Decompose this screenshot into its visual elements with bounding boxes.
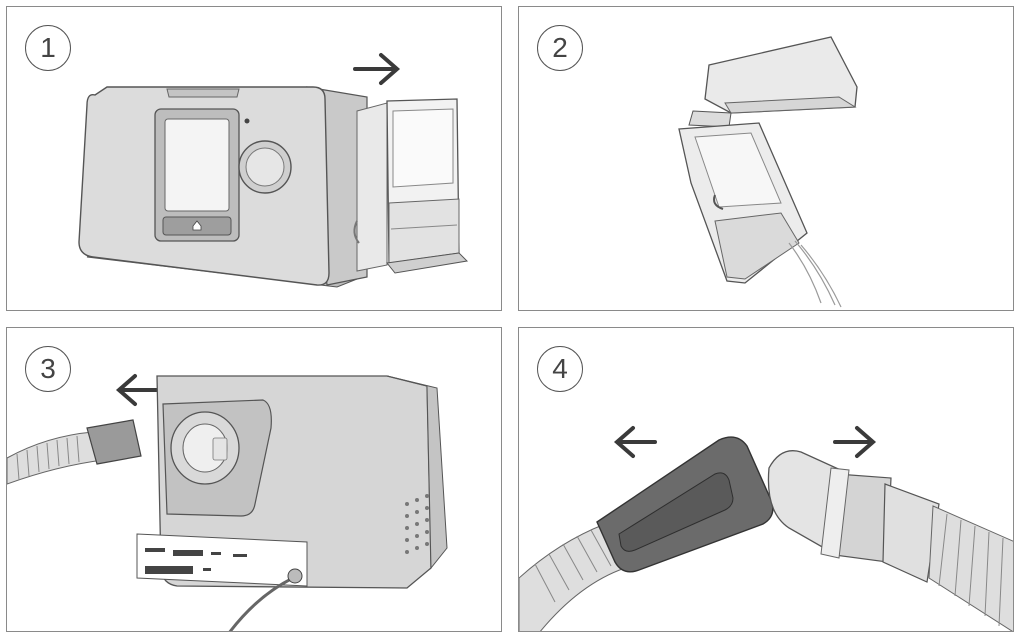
step-4-panel: 4 [518, 327, 1014, 632]
arrow-left-icon [613, 426, 657, 458]
step-3-panel: 3 [6, 327, 502, 632]
air-tubing [7, 419, 142, 485]
power-cord [228, 576, 294, 631]
step-number-badge: 2 [537, 25, 583, 71]
water-tub [353, 98, 469, 274]
separate-tubing-connectors-illustration [519, 426, 1013, 631]
arrow-right-icon [353, 53, 401, 85]
tubing-cuff [86, 419, 142, 465]
vent-grille [405, 494, 429, 554]
arrow-left-icon [115, 374, 161, 406]
water-stream [788, 240, 842, 308]
remove-water-tub-illustration [78, 53, 469, 288]
right-connector [767, 450, 1013, 631]
step-1-panel: 1 [6, 6, 502, 311]
opened-water-tub [678, 36, 858, 284]
step-2-panel: 2 [518, 6, 1014, 311]
step-number-badge: 3 [25, 346, 71, 392]
left-tubing [519, 436, 774, 631]
step-number-badge: 4 [537, 346, 583, 392]
screen [164, 118, 230, 212]
arrow-right-icon [833, 426, 877, 458]
tub-arrow-icon [713, 194, 724, 210]
step-number-badge: 1 [25, 25, 71, 71]
empty-water-tub-illustration [678, 36, 858, 308]
disconnect-air-tubing-illustration [7, 374, 448, 631]
home-icon [192, 220, 202, 231]
